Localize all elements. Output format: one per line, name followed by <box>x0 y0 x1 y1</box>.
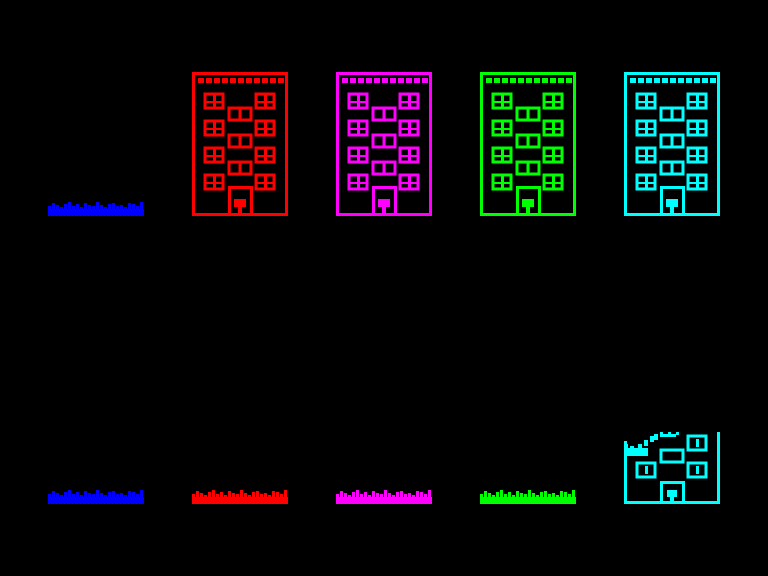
window <box>347 146 369 164</box>
window <box>659 133 685 149</box>
window <box>491 119 513 137</box>
window <box>542 146 564 164</box>
window <box>227 160 253 176</box>
window <box>254 119 276 137</box>
window <box>371 106 397 122</box>
window <box>203 119 225 137</box>
window <box>203 173 225 191</box>
window <box>398 119 420 137</box>
window <box>515 133 541 149</box>
rubble-green <box>480 490 576 504</box>
green-building <box>480 72 576 216</box>
window <box>659 160 685 176</box>
window <box>686 146 708 164</box>
door <box>516 186 541 216</box>
window <box>686 461 708 479</box>
window <box>347 92 369 110</box>
window <box>635 92 657 110</box>
window <box>515 160 541 176</box>
window <box>515 106 541 122</box>
window <box>398 173 420 191</box>
window <box>398 92 420 110</box>
red-building <box>192 72 288 216</box>
window <box>635 461 657 479</box>
window <box>347 119 369 137</box>
door <box>660 186 685 216</box>
door <box>660 481 685 504</box>
window <box>659 106 685 122</box>
window <box>686 92 708 110</box>
window <box>227 106 253 122</box>
window <box>542 92 564 110</box>
window <box>371 160 397 176</box>
window <box>491 173 513 191</box>
window <box>686 173 708 191</box>
window <box>635 173 657 191</box>
rubble-red <box>192 490 288 504</box>
window <box>227 133 253 149</box>
window <box>686 119 708 137</box>
window <box>542 173 564 191</box>
window <box>371 133 397 149</box>
window <box>254 173 276 191</box>
window <box>398 146 420 164</box>
magenta-building <box>336 72 432 216</box>
door <box>228 186 253 216</box>
window <box>203 146 225 164</box>
cyan-building-damaged <box>624 432 720 504</box>
window <box>254 146 276 164</box>
window <box>491 92 513 110</box>
rubble-blue <box>48 490 144 504</box>
window <box>491 146 513 164</box>
window <box>347 173 369 191</box>
rubble-blue-top <box>48 202 144 216</box>
door <box>372 186 397 216</box>
window <box>686 434 708 452</box>
window <box>635 146 657 164</box>
window <box>254 92 276 110</box>
window <box>203 92 225 110</box>
cyan-building <box>624 72 720 216</box>
rubble-magenta <box>336 490 432 504</box>
window <box>659 448 685 464</box>
window <box>635 119 657 137</box>
window <box>542 119 564 137</box>
